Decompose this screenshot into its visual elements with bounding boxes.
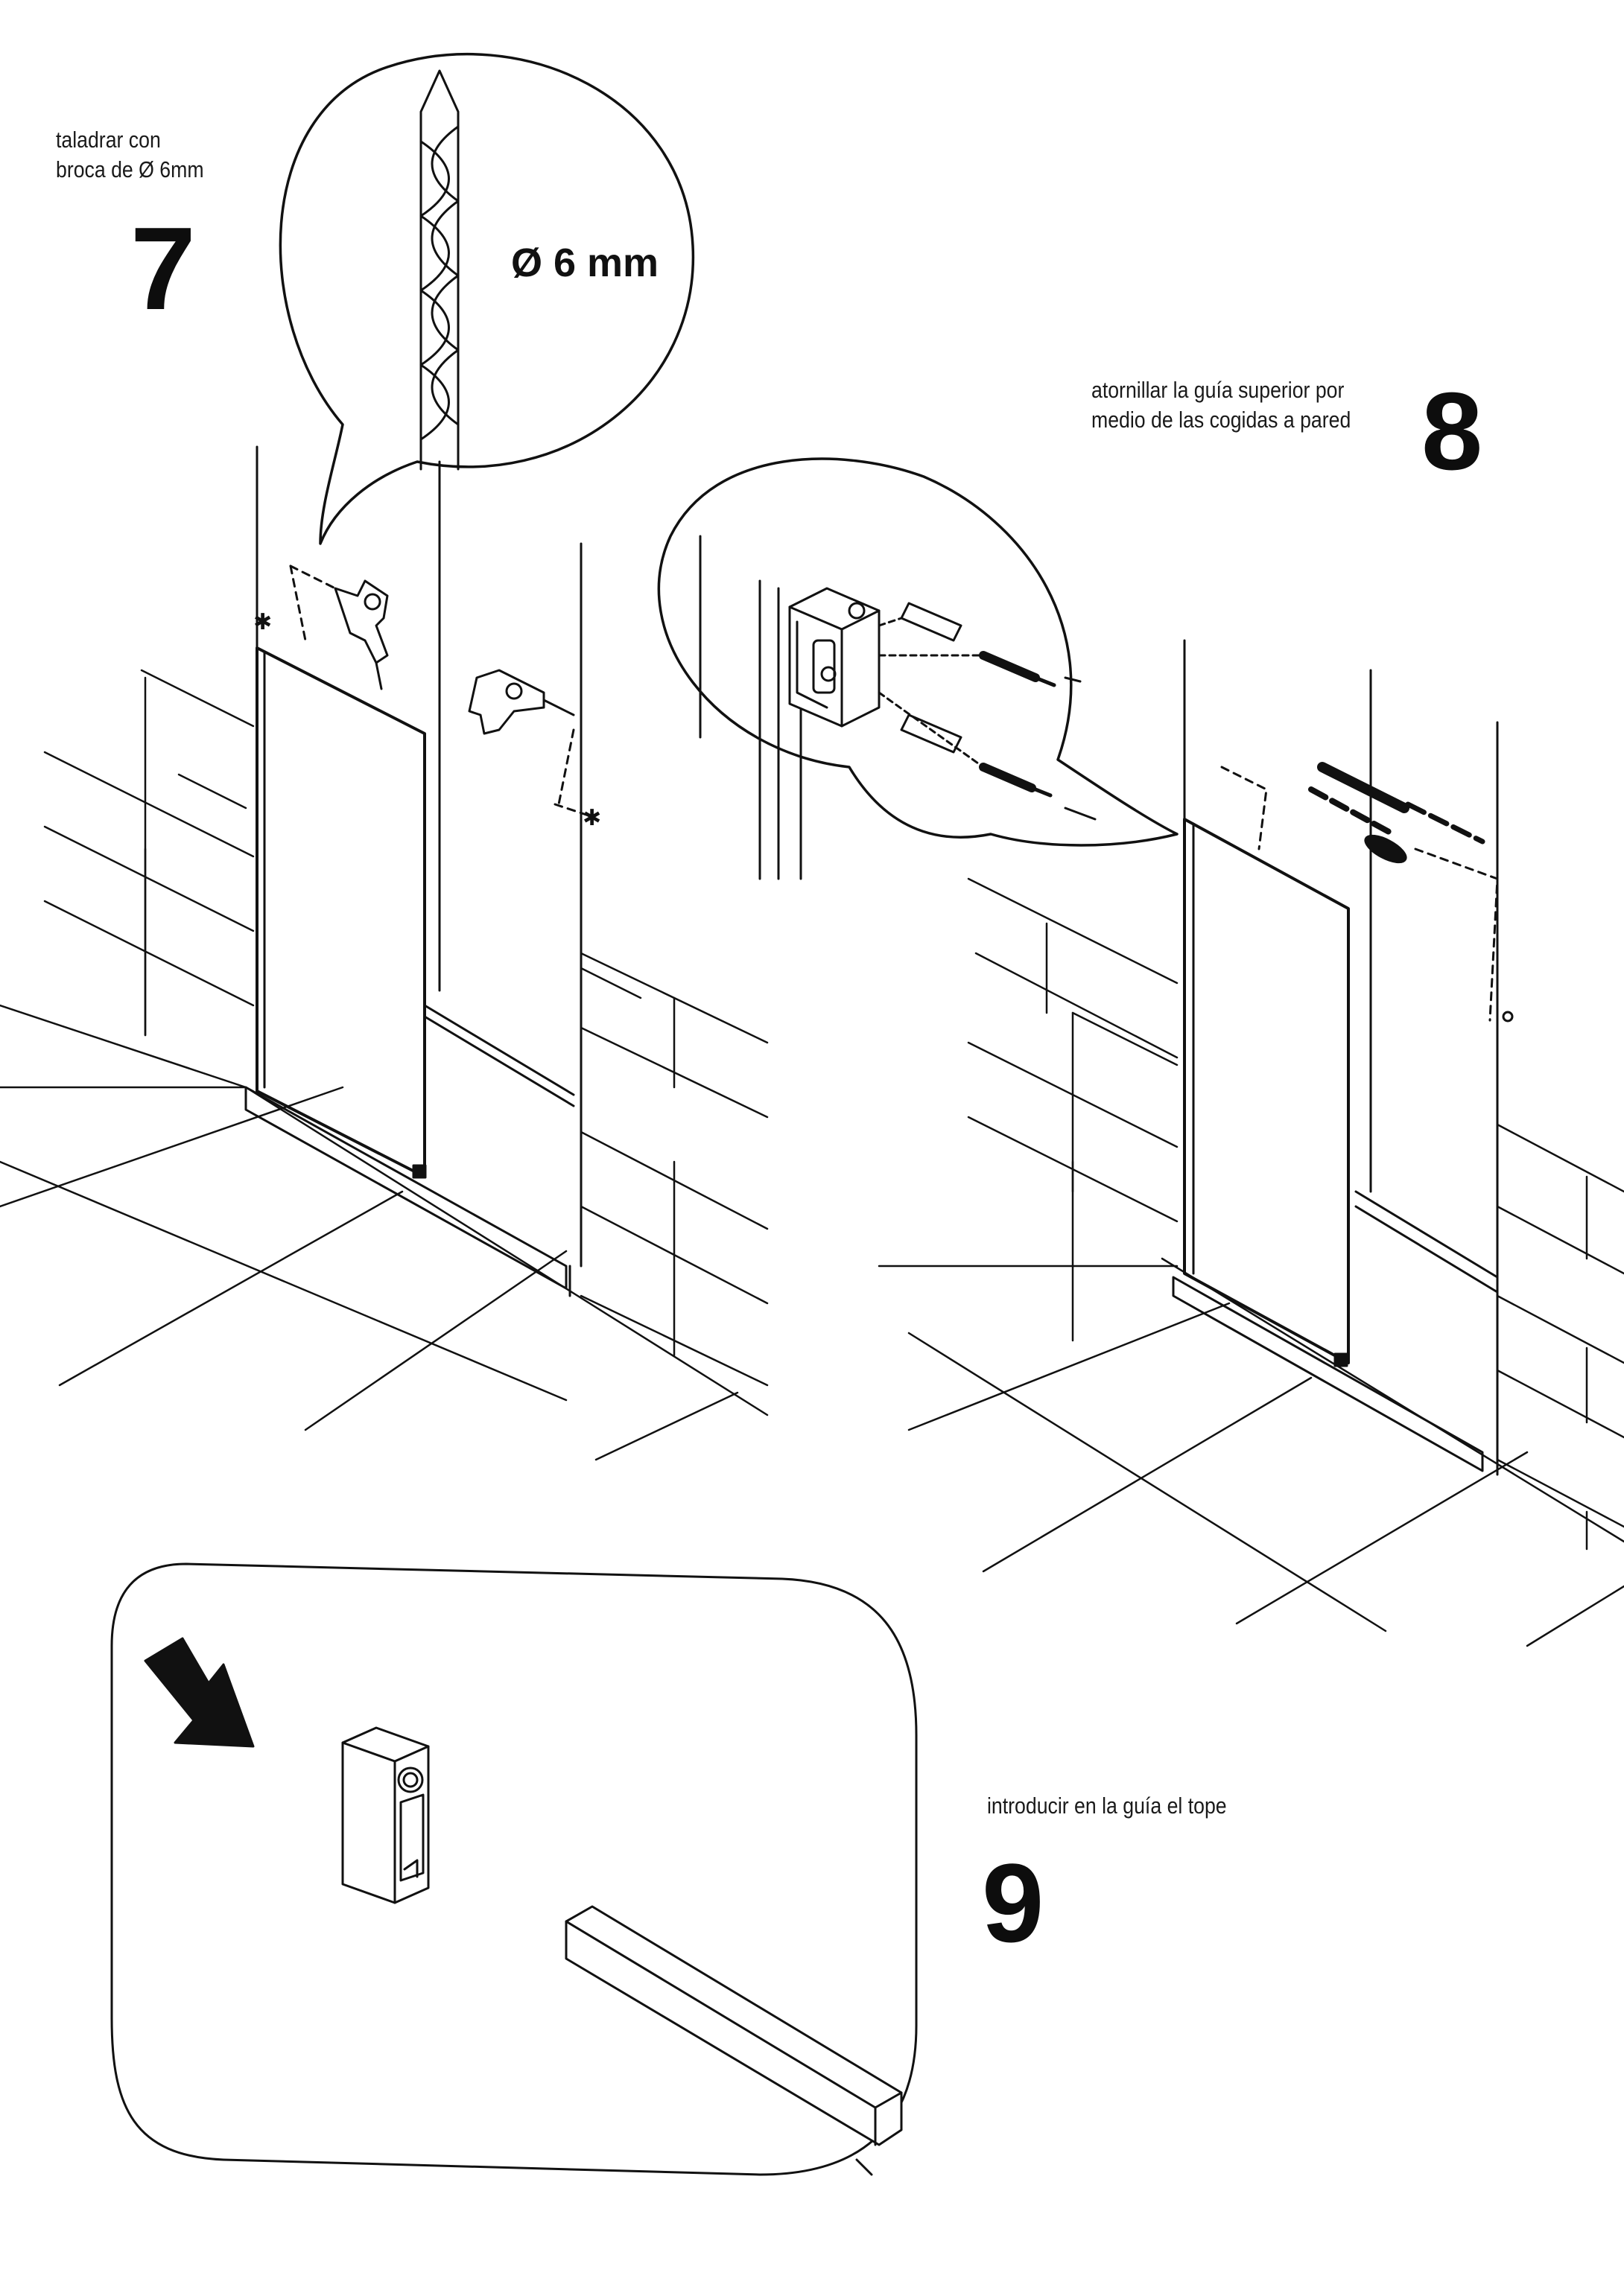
drill-bit-icon [419, 69, 460, 471]
step8-brick-wall [878, 877, 1624, 1647]
screw-icon [1317, 762, 1485, 845]
step9-number: 9 [982, 1840, 1044, 1965]
step8-caption: atornillar la guía superior por medio de… [1091, 375, 1351, 435]
step9-caption-line: introducir en la guía el tope [987, 1793, 1227, 1819]
drill-icon [334, 579, 389, 690]
step9-caption: introducir en la guía el tope [987, 1791, 1227, 1821]
step7-number: 7 [130, 203, 196, 334]
wall-plug-icon [900, 602, 962, 754]
step8-scene [657, 457, 1624, 1647]
step7-caption: taladrar con broca de Ø 6mm [56, 125, 204, 185]
stopper-icon [341, 1726, 430, 1904]
step9-frame [110, 1562, 918, 2176]
guide-rail [565, 1905, 903, 2176]
drill-icon [468, 669, 575, 735]
insert-arrow-icon [144, 1637, 255, 1748]
wall-bracket-icon [788, 587, 881, 728]
step8-caption-line: atornillar la guía superior por [1091, 377, 1345, 403]
step7-caption-line: taladrar con [56, 127, 161, 153]
step7-brick-wall [0, 669, 769, 1461]
screw-icon [979, 651, 1097, 821]
step7-scene: ✱ ✱ [0, 52, 769, 1461]
svg-text:✱: ✱ [253, 610, 272, 635]
step8-number: 8 [1421, 370, 1483, 493]
step8-caption-line: medio de las cogidas a pared [1091, 407, 1351, 433]
step9-scene [110, 1562, 918, 2176]
drill-bit-diameter-label: Ø 6 mm [511, 241, 659, 285]
step7-caption-line: broca de Ø 6mm [56, 156, 204, 182]
wall-plug-icon [1364, 834, 1407, 864]
svg-text:✱: ✱ [583, 806, 601, 830]
step7-callout-bubble [279, 52, 695, 545]
step8-callout-bubble [657, 457, 1179, 847]
